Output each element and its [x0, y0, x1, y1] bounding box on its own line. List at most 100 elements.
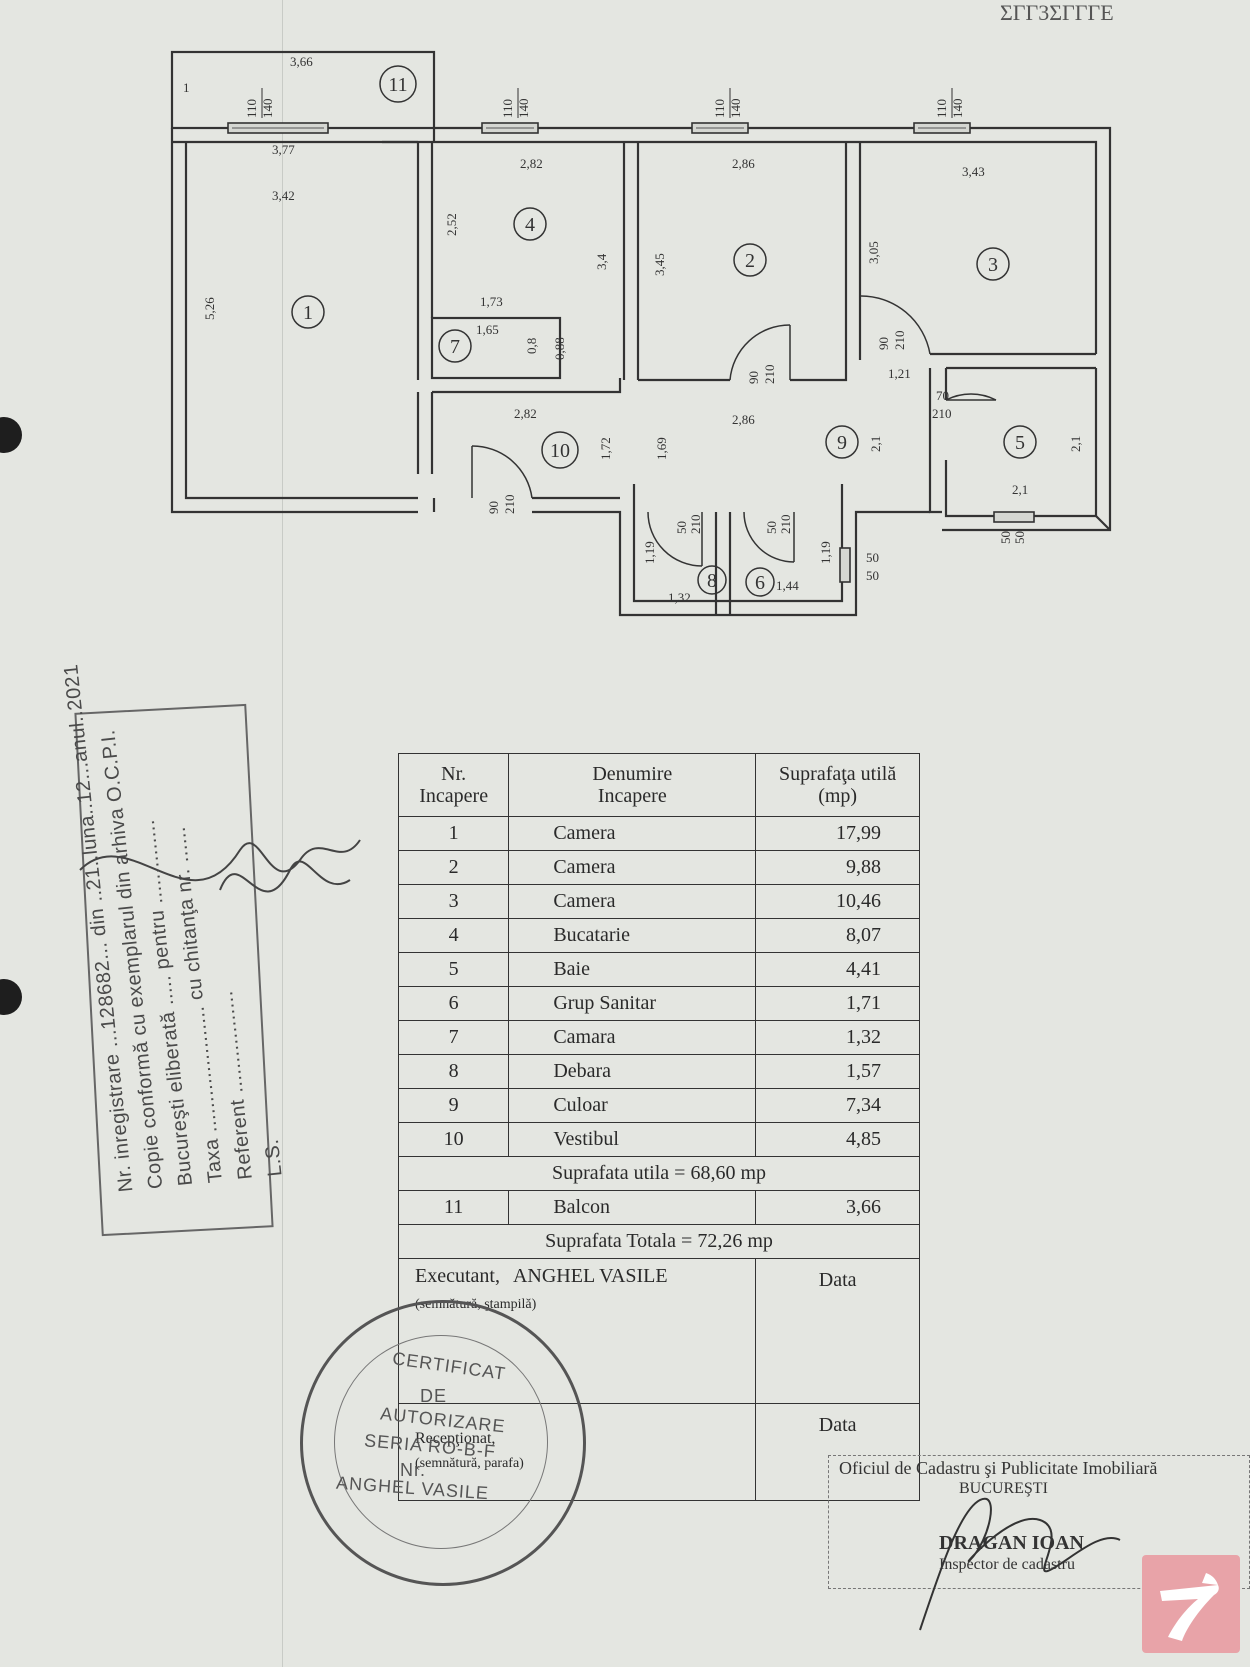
dim-r2-w: 2,86 — [732, 156, 755, 171]
win1-bot: 140 — [260, 99, 275, 119]
win1-top: 110 — [244, 99, 259, 118]
dim-r10-h2: 1,69 — [654, 437, 669, 460]
data-cell-2: Data — [755, 1403, 920, 1501]
win2-top: 110 — [500, 99, 515, 118]
row-area: 4,85 — [755, 1122, 920, 1157]
room-number-5: 5 — [1015, 432, 1025, 454]
dim-r3-small: 1,21 — [888, 366, 911, 381]
dim-r4-h2: 3,4 — [594, 253, 609, 270]
row-area: 10,46 — [755, 884, 920, 919]
floor-plan: 3,66 1 3,77 3,42 5,26 2,82 2,52 3,4 1,73… — [170, 50, 1112, 617]
door6-bot: 210 — [778, 515, 793, 535]
vent6-top: 50 — [866, 550, 879, 565]
room-number-9: 9 — [837, 432, 847, 454]
door2-top: 90 — [746, 371, 761, 384]
win3-bot: 140 — [728, 99, 743, 119]
punch-hole-top — [0, 417, 22, 453]
row-area: 7,34 — [755, 1088, 920, 1123]
inspector-signature — [919, 1497, 1121, 1631]
executant-label: Executant, — [415, 1265, 500, 1287]
row-nr: 3 — [397, 884, 510, 919]
dim-balcony-tick: 1 — [183, 80, 190, 95]
dim-r1-w2: 3,42 — [272, 188, 295, 203]
door3-bot: 210 — [892, 331, 907, 351]
row-name: Bucatarie — [508, 918, 757, 953]
room-number-4: 4 — [525, 214, 535, 236]
row-nr: 8 — [397, 1054, 510, 1089]
door8-bot: 210 — [688, 515, 703, 535]
row-nr: 2 — [397, 850, 510, 885]
stamp-signature — [79, 839, 361, 893]
door6-top: 50 — [764, 521, 779, 534]
header-den-line1: Denumire — [592, 763, 673, 785]
dim-r7-h2: 0,88 — [552, 337, 567, 360]
door-entry-bot: 210 — [502, 495, 517, 515]
door2-bot: 210 — [762, 365, 777, 385]
header-suprafata: Suprafaţa utilă (mp) — [755, 753, 920, 817]
header-denumire: Denumire Incapere — [508, 753, 757, 817]
row-name: Camera — [508, 850, 757, 885]
row-area: 1,71 — [755, 986, 920, 1021]
door5-bot: 210 — [932, 406, 952, 421]
row-nr: 11 — [397, 1190, 510, 1225]
dim-r7-h1: 0,8 — [524, 338, 539, 354]
row-name: Grup Sanitar — [508, 986, 757, 1021]
dim-balcony: 3,66 — [290, 54, 313, 69]
room-number-10: 10 — [550, 440, 570, 462]
row-name: Balcon — [508, 1190, 757, 1225]
vent5-top: 50 — [998, 531, 1013, 544]
row-nr: 6 — [397, 986, 510, 1021]
data-cell-1: Data — [755, 1258, 920, 1404]
header-sup-line2: (mp) — [818, 785, 858, 807]
dim-r7-w2: 1,65 — [476, 322, 499, 337]
dim-r2-h: 3,45 — [652, 253, 667, 276]
row-area: 8,07 — [755, 918, 920, 953]
dim-r7-w1: 1,73 — [480, 294, 503, 309]
dim-r10-h1: 1,72 — [598, 437, 613, 460]
row-nr: 4 — [397, 918, 510, 953]
dim-r6-w: 1,44 — [776, 578, 799, 593]
row-nr: 7 — [397, 1020, 510, 1055]
row-nr: 1 — [397, 816, 510, 851]
dim-r9-h: 2,1 — [868, 436, 883, 452]
executant-name: ANGHEL VASILE — [512, 1265, 668, 1287]
row-nr: 9 — [397, 1088, 510, 1123]
room-number-3: 3 — [988, 254, 998, 276]
dim-r3-h: 3,05 — [866, 241, 881, 264]
header-nr-line1: Nr. — [441, 763, 467, 785]
total-area: Suprafata Totala = 72,26 mp — [398, 1224, 920, 1259]
row-name: Camera — [508, 816, 757, 851]
row-area: 4,41 — [755, 952, 920, 987]
room-number-8: 8 — [707, 570, 717, 592]
row-area: 9,88 — [755, 850, 920, 885]
dim-r5-w: 2,1 — [1012, 482, 1028, 497]
corner-handwriting: ΣΓΓ3ΣΓΓΓΕ — [1000, 0, 1114, 25]
useful-area-total: Suprafata utila = 68,60 mp — [398, 1156, 920, 1191]
row-name: Debara — [508, 1054, 757, 1089]
row-name: Camara — [508, 1020, 757, 1055]
row-area: 1,57 — [755, 1054, 920, 1089]
ocpi-office: Oficiul de Cadastru şi Publicitate Imobi… — [839, 1458, 1158, 1478]
door3-top: 90 — [876, 337, 891, 350]
vent5-bot: 50 — [1012, 531, 1027, 544]
punch-hole-bottom — [0, 979, 22, 1015]
win4-bot: 140 — [950, 99, 965, 119]
watermark-logo — [1142, 1555, 1240, 1653]
round-stamp-text-2: DE — [420, 1386, 448, 1406]
dim-r6-h: 1,19 — [818, 541, 833, 564]
win3-top: 110 — [712, 99, 727, 118]
room-number-1: 1 — [303, 302, 313, 324]
logo-icon — [1160, 1573, 1219, 1641]
row-area: 17,99 — [755, 816, 920, 851]
dim-r9-w: 2,86 — [732, 412, 755, 427]
vent6-bot: 50 — [866, 568, 879, 583]
